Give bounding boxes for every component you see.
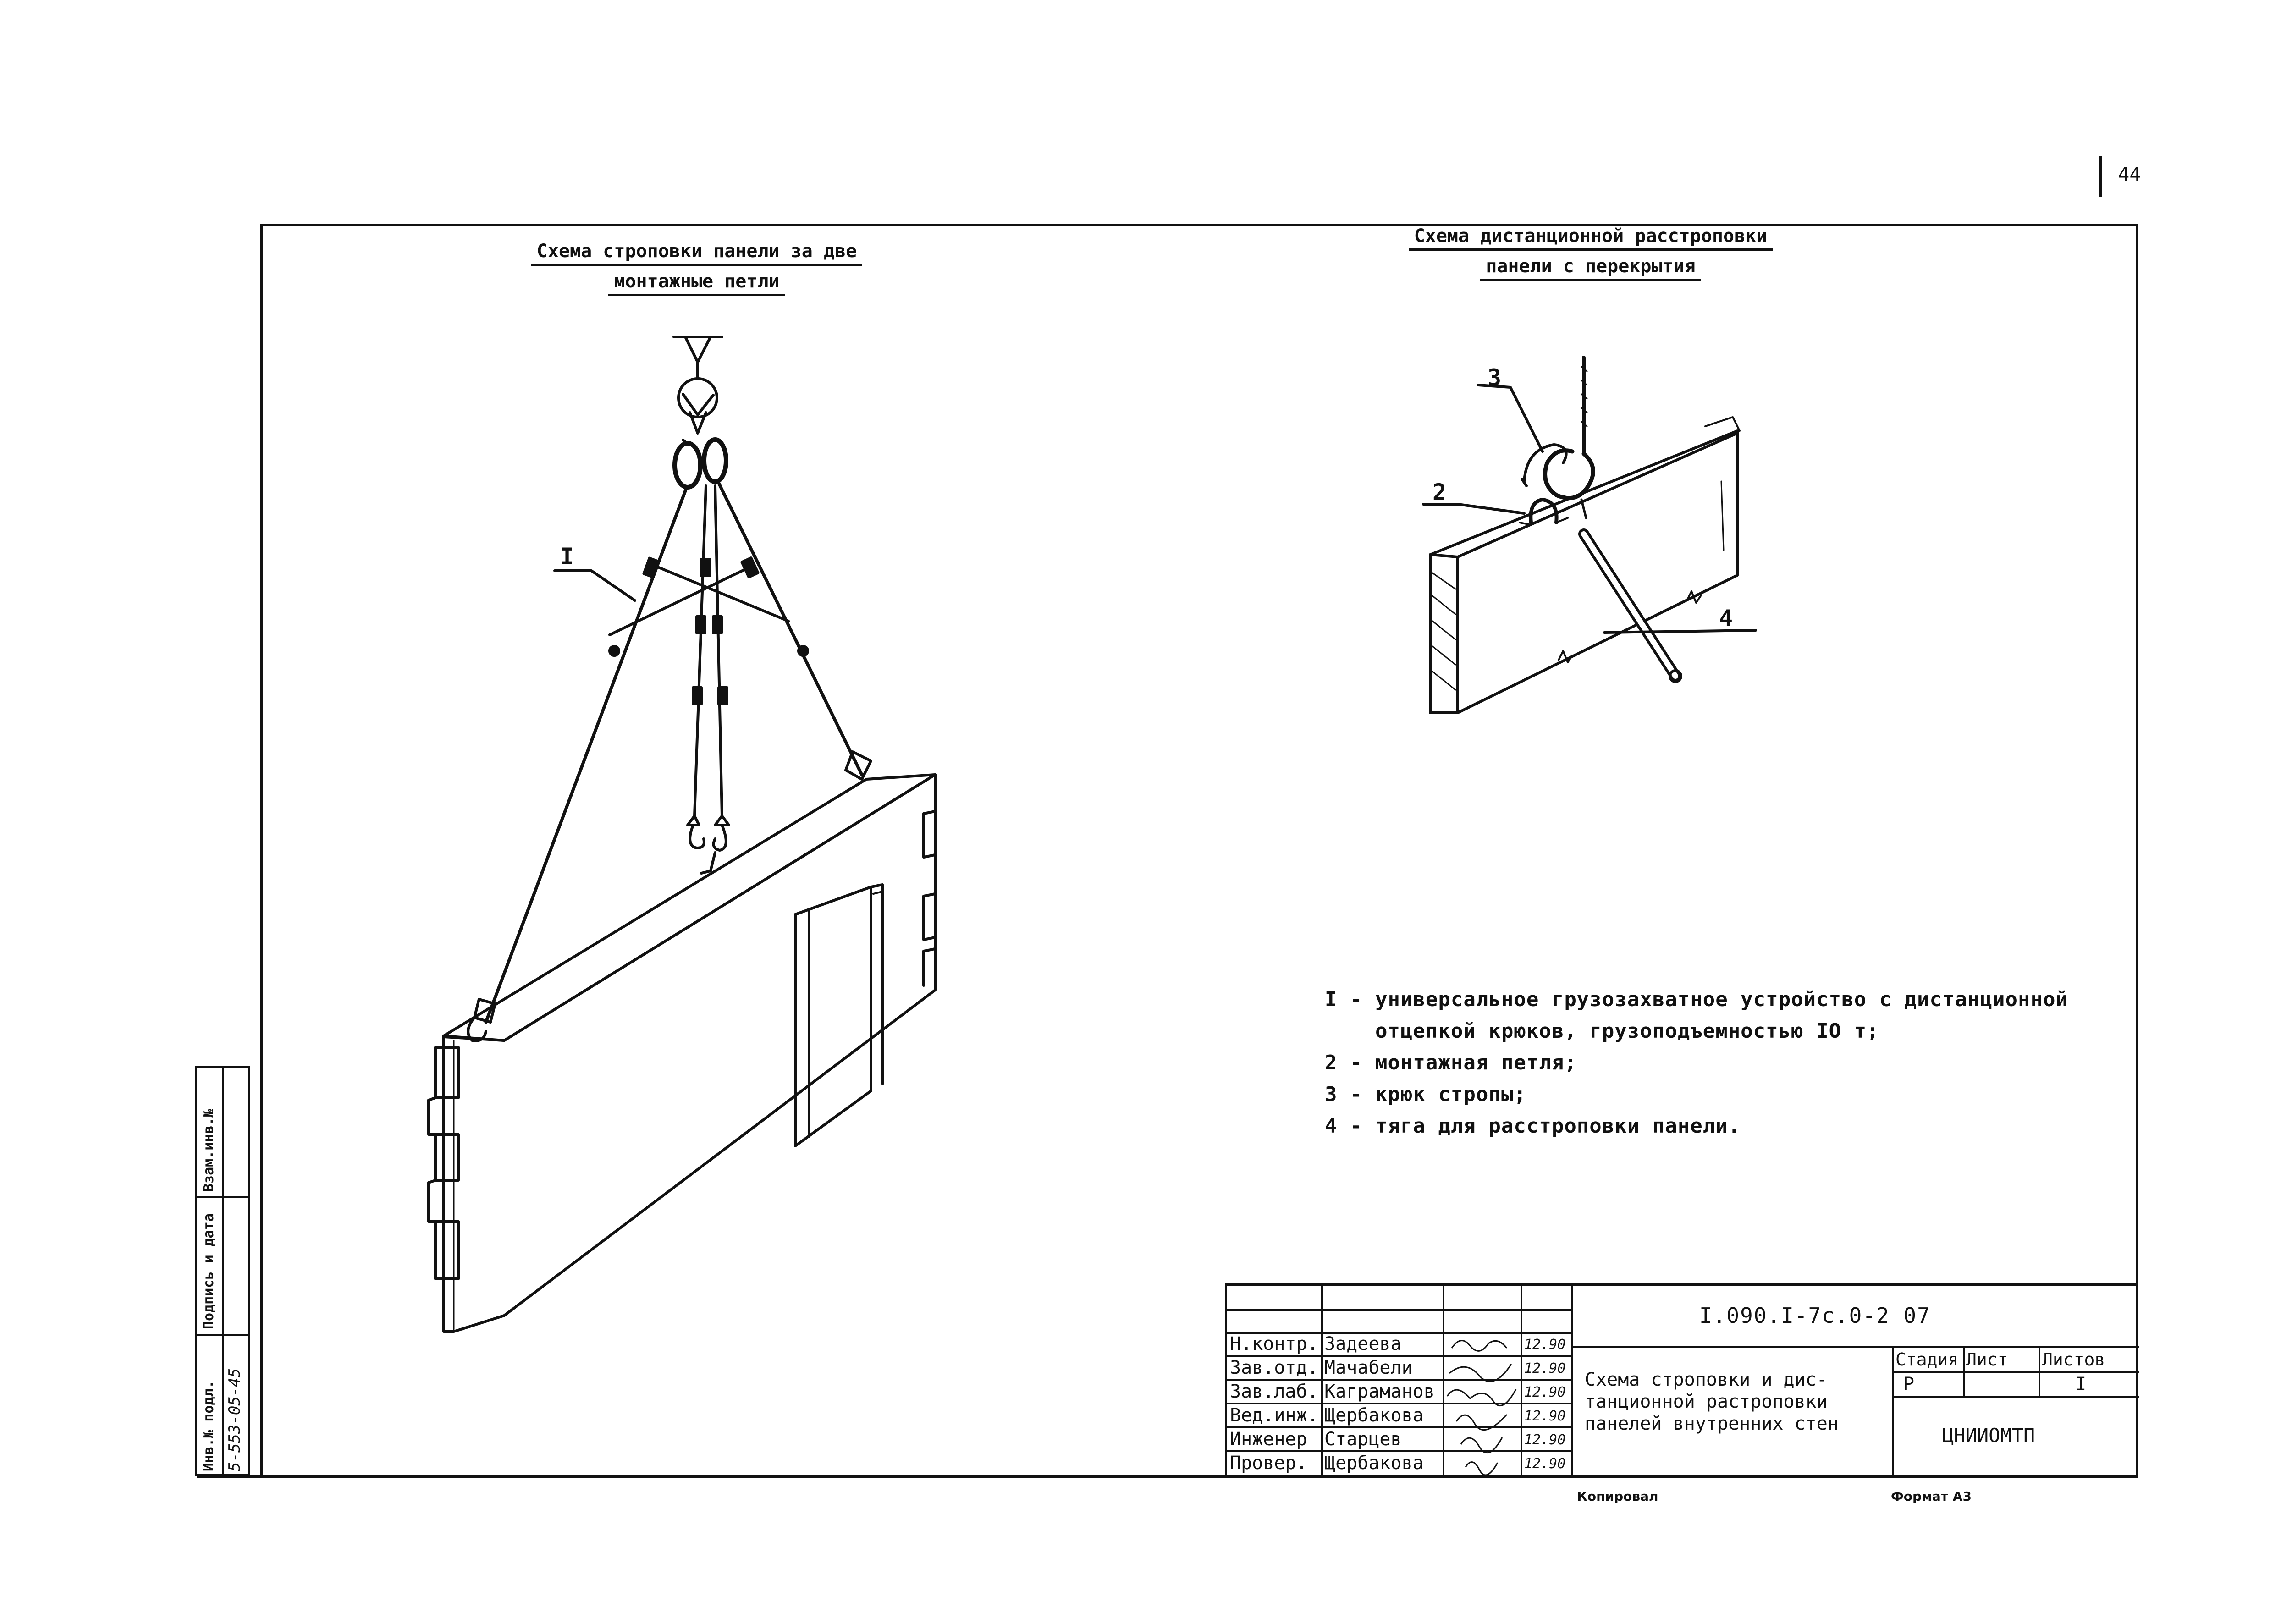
organization: ЦНИИОМТП — [1942, 1424, 2035, 1447]
callout-leader-4 — [1603, 629, 1757, 634]
legend-item: I - универсальное грузозахватное устройс… — [1325, 988, 2068, 1011]
staff-name: Щербакова — [1324, 1405, 1424, 1426]
stage-value: Р — [1903, 1374, 1915, 1395]
left-title: Схема строповки панели за две монтажные … — [509, 241, 885, 296]
side-stamp: Инв.№ подл. Подпись и дата Взам.инв.№ 5-… — [195, 1066, 250, 1476]
side-stamp-value: 5-553-05-45 — [226, 1368, 244, 1471]
page-number: 44 — [2118, 163, 2141, 186]
legend: I - универсальное грузозахватное устройс… — [1325, 988, 2104, 1138]
staff-role: Н.контр. — [1230, 1333, 1318, 1354]
staff-name: Мачабели — [1324, 1357, 1413, 1378]
callout-leader-2 — [1422, 503, 1526, 515]
callout-number: 3 — [1488, 364, 1502, 391]
drawing-frame-bottom — [197, 1475, 2138, 1478]
legend-item: 4 - тяга для расстроповки панели. — [1325, 1114, 1741, 1138]
sheet-header: Лист — [1966, 1349, 2008, 1370]
staff-role: Провер. — [1230, 1453, 1307, 1474]
drawing-designation: I.090.I-7с.0-2 07 — [1699, 1304, 1931, 1327]
page-number-tick — [2099, 156, 2106, 197]
staff-date: 12.90 — [1524, 1432, 1566, 1448]
callout-number: 2 — [1432, 479, 1447, 506]
sheets-header: Листов — [2042, 1349, 2105, 1370]
staff-name: Щербакова — [1324, 1453, 1424, 1474]
title-block: Н.контр. Задеева 12.90 Зав.отд. Мачабели… — [1225, 1283, 2139, 1476]
staff-role: Зав.лаб. — [1230, 1381, 1318, 1402]
footer-format: Формат А3 — [1891, 1489, 1972, 1504]
callout-leader-3 — [1477, 384, 1544, 453]
staff-name: Задеева — [1324, 1333, 1402, 1354]
signature-scribbles — [1446, 1340, 1517, 1476]
staff-date: 12.90 — [1524, 1384, 1566, 1400]
stage-header: Стадия — [1895, 1349, 1959, 1370]
staff-date: 12.90 — [1524, 1456, 1566, 1472]
legend-item: 2 - монтажная петля; — [1325, 1051, 1577, 1074]
staff-date: 12.90 — [1524, 1337, 1566, 1353]
sheets-value: I — [2075, 1374, 2087, 1395]
right-title: Схема дистанционной расстроповки панели … — [1389, 226, 1792, 281]
legend-item: 3 - крюк стропы; — [1325, 1083, 1526, 1106]
wall-panel-drawing — [427, 773, 937, 1333]
staff-role: Вед.инж. — [1230, 1405, 1318, 1426]
unslinging-drawing — [1429, 356, 1741, 714]
callout-leader-1 — [553, 569, 636, 602]
callout-number: 4 — [1719, 605, 1733, 632]
lifting-device-drawing — [467, 336, 872, 1042]
staff-name: Каграманов — [1324, 1381, 1435, 1402]
staff-role: Инженер — [1230, 1429, 1307, 1450]
staff-date: 12.90 — [1524, 1360, 1566, 1376]
staff-name: Старцев — [1324, 1429, 1402, 1450]
staff-date: 12.90 — [1524, 1408, 1566, 1424]
side-stamp-label: Подпись и дата — [201, 1213, 217, 1329]
legend-item: отцепкой крюков, грузоподъемностью IO т; — [1325, 1019, 1879, 1043]
side-stamp-label: Взам.инв.№ — [201, 1109, 217, 1192]
callout-number: I — [560, 543, 574, 570]
drawing-description: Схема строповки и дис- танционной растро… — [1585, 1369, 1839, 1434]
footer-copied: Копировал — [1577, 1489, 1658, 1504]
side-stamp-label: Инв.№ подл. — [201, 1380, 217, 1471]
staff-role: Зав.отд. — [1230, 1357, 1318, 1378]
drawing-frame — [260, 224, 2138, 1475]
